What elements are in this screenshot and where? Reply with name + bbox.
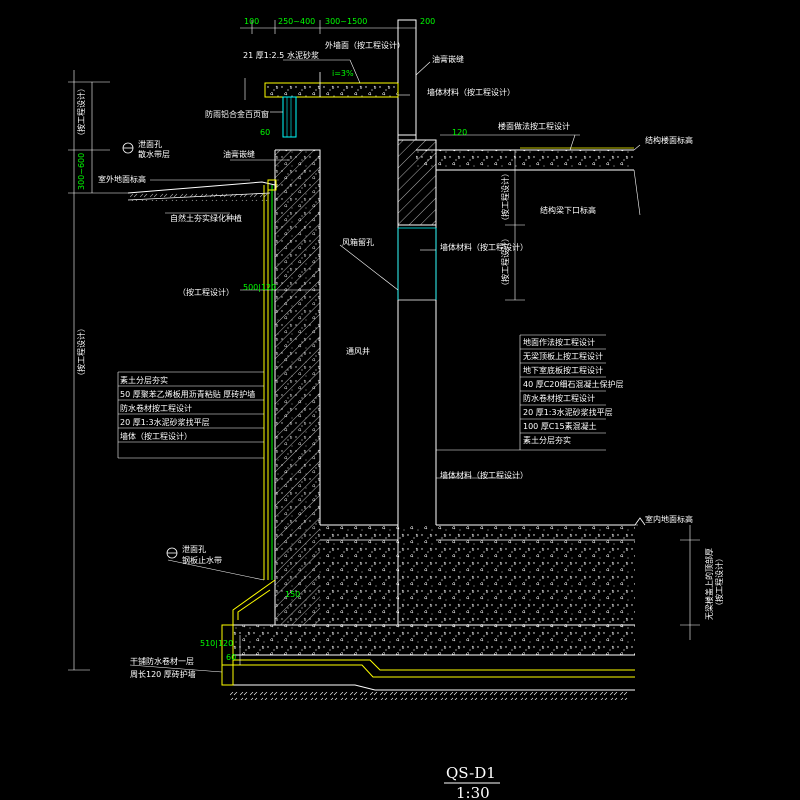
label-pipe-bottom: 泄面孔 (182, 544, 206, 554)
layer-left-5: 墙体（按工程设计） (120, 431, 192, 441)
right-dim-2: （按工程设计） (500, 234, 510, 290)
layer-left-2: 50 厚聚苯乙烯板用沥青粘贴 厚砖护墙 (120, 389, 255, 399)
label-asphalt-top: 油膏嵌缝 (432, 54, 464, 64)
outdoor-ground (127, 179, 277, 201)
drawing-title: QS-D1 1:30 (444, 764, 500, 800)
label-per-design-1: （按工程设计） (178, 287, 234, 297)
label-pipe-top: 泄面孔 (138, 139, 162, 149)
dimension-lines (68, 20, 700, 671)
right-dim-1: （按工程设计） (500, 169, 510, 225)
left-dim-3: （按工程设计） (76, 324, 86, 380)
dim-100: 100 (244, 17, 259, 26)
layer-right-8: 素土分层夯实 (523, 435, 571, 445)
right-dimension-texts: （按工程设计） （按工程设计） 无梁楼盖上的顶部厚 （按工程设计） (500, 169, 724, 620)
dim-250-400: 250~400 (278, 17, 315, 26)
right-dim-3: 无梁楼盖上的顶部厚 (704, 548, 714, 620)
label-ventilation-hole: 风箱留孔 (342, 237, 374, 247)
right-dim-4: （按工程设计） (714, 554, 724, 610)
label-outer-face: 外墙面（按工程设计） (325, 40, 405, 50)
label-dim-120: 120 (452, 128, 467, 137)
label-dim-wall: 500|120 (243, 283, 276, 292)
left-dim-1: （按工程设计） (76, 84, 86, 140)
layer-right-6: 20 厚1:3水泥砂浆找平层 (523, 407, 613, 417)
label-indoor-floor: 室内地面标高 (645, 514, 693, 524)
top-dimensions: 100 250~400 300~1500 200 (244, 17, 435, 26)
label-dim-60a: 60 (260, 128, 270, 137)
louver-canopy (264, 20, 399, 138)
title-code: QS-D1 (446, 764, 496, 782)
label-outdoor-ground: 室外地面标高 (98, 174, 146, 184)
label-shaft: 通风井 (346, 346, 370, 356)
label-dim-60b: 60 (226, 653, 236, 662)
layer-right-2: 无梁顶板上按工程设计 (523, 351, 603, 361)
layer-right-4: 40 厚C20细石混凝土保护层 (523, 379, 624, 389)
layer-left-3: 防水卷材按工程设计 (120, 403, 192, 413)
layer-right-7: 100 厚C15素混凝土 (523, 421, 597, 431)
indoor-level-mark (634, 517, 646, 526)
left-dimension-texts: （按工程设计） 300~600 （按工程设计） (76, 84, 86, 380)
label-pipe-top2: 散水带层 (138, 149, 170, 159)
leader-lines (117, 59, 641, 673)
label-pipe-bottom2: 钢板止水带 (182, 555, 222, 565)
label-dim-510-120: 510|120 (200, 639, 233, 648)
left-dim-2: 300~600 (77, 153, 86, 190)
label-louver: 防雨铝合金百页窗 (205, 109, 269, 119)
layers-left-list: 素土分层夯实 50 厚聚苯乙烯板用沥青粘贴 厚砖护墙 防水卷材按工程设计 20 … (118, 371, 264, 443)
label-i3: i=3% (332, 69, 354, 78)
layer-right-3: 地下室底板按工程设计 (523, 365, 603, 375)
label-natural-soil: 自然土夯实绿化种植 (170, 213, 242, 223)
label-wall-material-top: 墙体材料（按工程设计） (427, 87, 515, 97)
label-waterproof-note: 干铺防水卷材一层 (130, 656, 194, 666)
exterior-wall (275, 149, 321, 625)
label-struct-floor: 结构楼面标高 (645, 135, 693, 145)
floor-slab (397, 139, 634, 226)
label-asphalt-mid: 油膏嵌缝 (223, 149, 255, 159)
dim-200: 200 (420, 17, 435, 26)
layer-left-4: 20 厚1:3水泥砂浆找平层 (120, 417, 210, 427)
waterproof-layers (263, 150, 276, 625)
layer-right-1: 地面作法按工程设计 (523, 337, 595, 347)
label-cement-mortar: 水泥砂浆 (287, 50, 319, 60)
label-plaster: 21 厚1:2.5 (243, 51, 284, 60)
label-wall-material-mid: 墙体材料（按工程设计） (440, 242, 528, 252)
layer-left-1: 素土分层夯实 (120, 375, 168, 385)
base-slab (221, 524, 635, 700)
label-dim-150: 150 (285, 590, 300, 599)
label-struct-beam: 结构梁下口标高 (540, 205, 596, 215)
label-wall-material-low: 墙体材料（按工程设计） (440, 470, 528, 480)
label-floor-finish: 楼面做法按工程设计 (498, 121, 570, 131)
pipe-markers (122, 142, 178, 559)
dim-300-1500: 300~1500 (325, 17, 367, 26)
layer-right-5: 防水卷材按工程设计 (523, 393, 595, 403)
layers-right-list: 地面作法按工程设计 无梁顶板上按工程设计 地下室底板按工程设计 40 厚C20细… (520, 334, 624, 445)
label-perimeter-note: 周长120 厚砖护墙 (130, 669, 196, 679)
title-scale: 1:30 (456, 784, 490, 800)
